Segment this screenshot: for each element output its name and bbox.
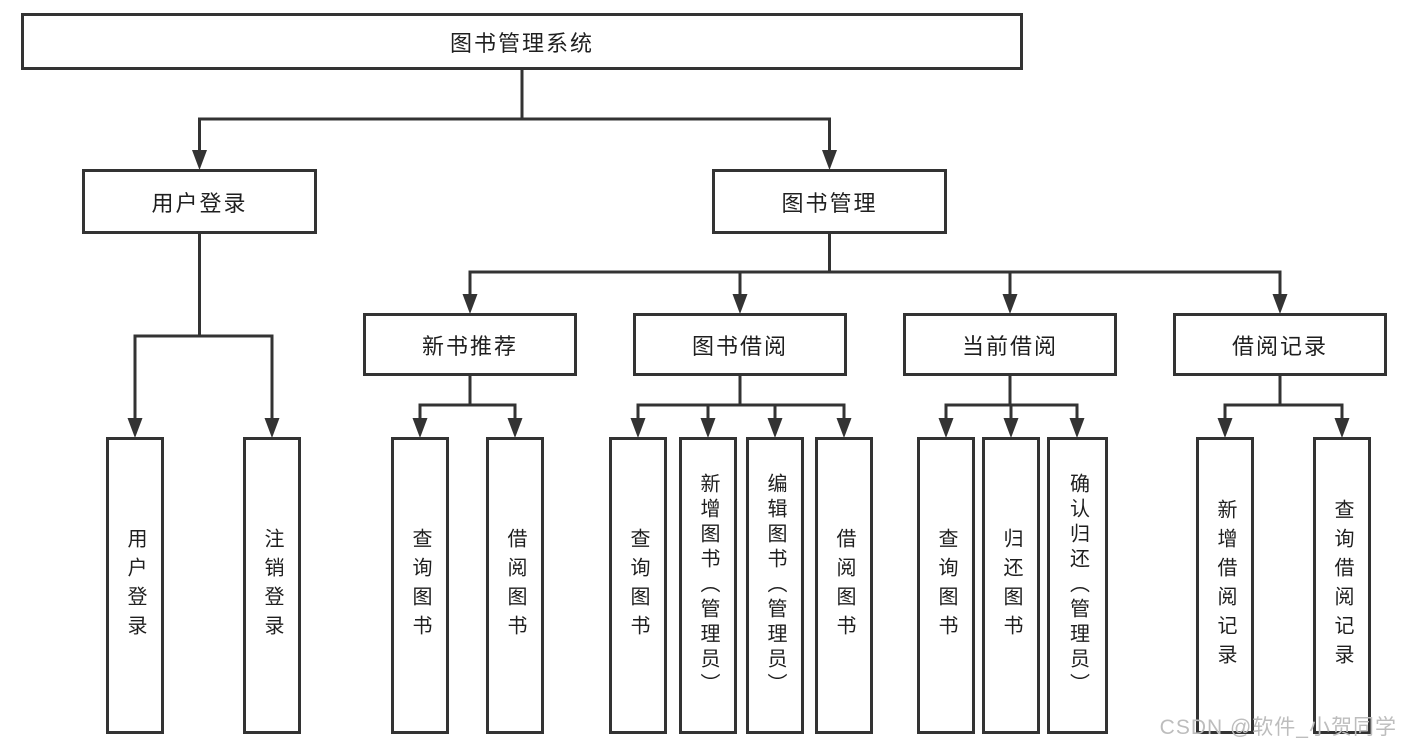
node-label: 新书推荐 (421, 333, 518, 359)
node-label: 用户登录 (151, 190, 248, 216)
node-label: 图书管理系统 (449, 30, 594, 56)
leaf-query-books-borrow: 查询图书 (609, 437, 667, 734)
leaf-user-login: 用户登录 (106, 437, 164, 734)
leaf-borrow-books-recommend: 借阅图书 (486, 437, 544, 734)
node-label: 用户登录 (124, 527, 146, 644)
node-label: 查询图书 (627, 527, 649, 644)
node-user-login: 用户登录 (82, 169, 317, 234)
node-label: 查询图书 (935, 527, 957, 644)
leaf-logout: 注销登录 (243, 437, 301, 734)
node-label: 新增借阅记录 (1214, 498, 1236, 673)
node-label: 新增图书（管理员） (697, 473, 719, 698)
leaf-add-borrow-record: 新增借阅记录 (1196, 437, 1254, 734)
node-current-borrow: 当前借阅 (903, 313, 1117, 376)
node-label: 查询图书 (409, 527, 431, 644)
leaf-query-books-current: 查询图书 (917, 437, 975, 734)
node-label: 借阅记录 (1231, 333, 1328, 359)
leaf-borrow-books: 借阅图书 (815, 437, 873, 734)
node-label: 借阅图书 (504, 527, 526, 644)
node-library-management-system: 图书管理系统 (21, 13, 1023, 70)
node-new-book-recommend: 新书推荐 (363, 313, 577, 376)
node-label: 图书借阅 (691, 333, 788, 359)
leaf-edit-books-admin: 编辑图书（管理员） (746, 437, 804, 734)
leaf-query-borrow-record: 查询借阅记录 (1313, 437, 1371, 734)
node-label: 注销登录 (261, 527, 283, 644)
connector-current-borrow-children (938, 376, 1085, 438)
connector-user-login-children (127, 233, 280, 438)
node-label: 查询借阅记录 (1331, 498, 1353, 673)
connector-borrow-records-children (1217, 376, 1350, 438)
node-label: 当前借阅 (961, 333, 1058, 359)
node-book-borrow: 图书借阅 (633, 313, 847, 376)
node-label: 确认归还（管理员） (1066, 473, 1089, 698)
node-label: 归还图书 (1000, 527, 1022, 644)
connector-book-borrow-children (630, 376, 852, 438)
leaf-confirm-return-admin: 确认归还（管理员） (1047, 437, 1108, 734)
connector-root-to-level2 (192, 70, 837, 170)
node-book-management: 图书管理 (712, 169, 947, 234)
leaf-add-books-admin: 新增图书（管理员） (679, 437, 737, 734)
connector-new-book-children (412, 376, 523, 438)
node-borrow-records: 借阅记录 (1173, 313, 1387, 376)
csdn-watermark: CSDN @软件_小贺同学 (1159, 716, 1397, 739)
connector-book-management-children (462, 233, 1288, 314)
node-label: 编辑图书（管理员） (764, 473, 786, 698)
node-label: 图书管理 (781, 190, 878, 216)
leaf-query-books-recommend: 查询图书 (391, 437, 449, 734)
node-label: 借阅图书 (833, 527, 855, 644)
leaf-return-books: 归还图书 (982, 437, 1040, 734)
